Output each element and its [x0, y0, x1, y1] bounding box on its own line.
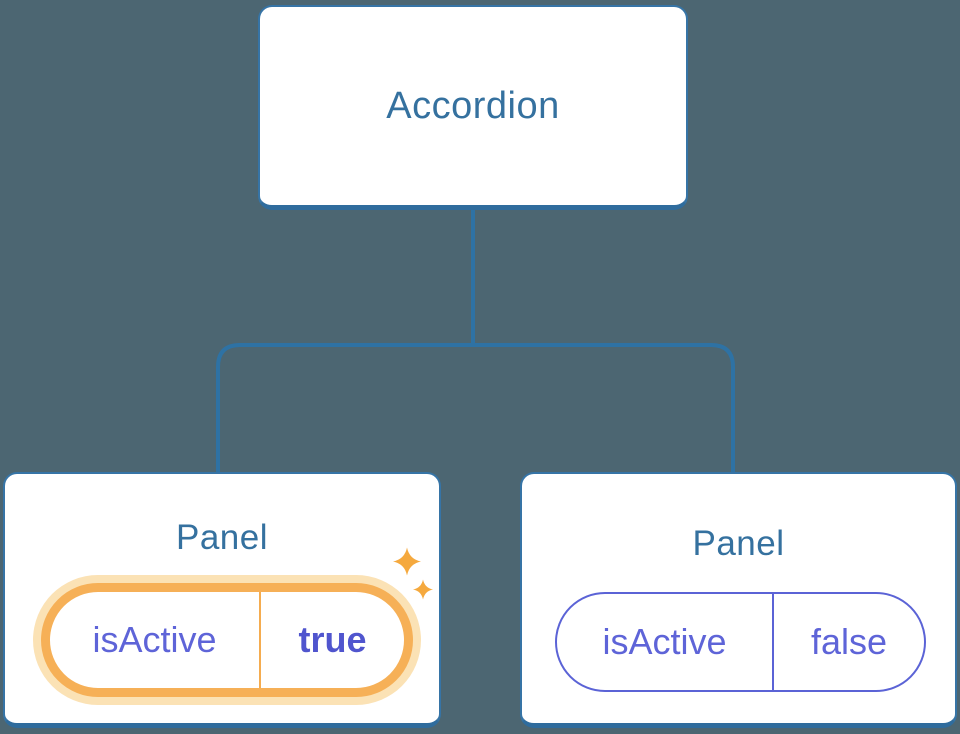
state-pill-inactive: isActive false	[555, 592, 926, 692]
accordion-label: Accordion	[386, 84, 560, 127]
panel-label: Panel	[692, 524, 785, 563]
state-value: false	[810, 621, 888, 662]
state-value: true	[298, 619, 367, 660]
state-key: isActive	[92, 619, 217, 660]
pill-divider	[772, 594, 774, 690]
pill-divider	[259, 592, 261, 688]
state-key: isActive	[602, 621, 727, 662]
sparkles	[393, 546, 437, 602]
node-accordion: Accordion	[258, 5, 688, 210]
state-pill-active: isActive true	[41, 583, 413, 697]
node-panel-inactive: Panel isActive false	[520, 472, 957, 728]
sparkle-icon	[413, 579, 433, 600]
connector-branch	[216, 343, 735, 472]
panel-label: Panel	[175, 518, 269, 557]
node-panel-active: Panel isActive true	[3, 472, 441, 728]
sparkle-icon	[393, 547, 421, 576]
